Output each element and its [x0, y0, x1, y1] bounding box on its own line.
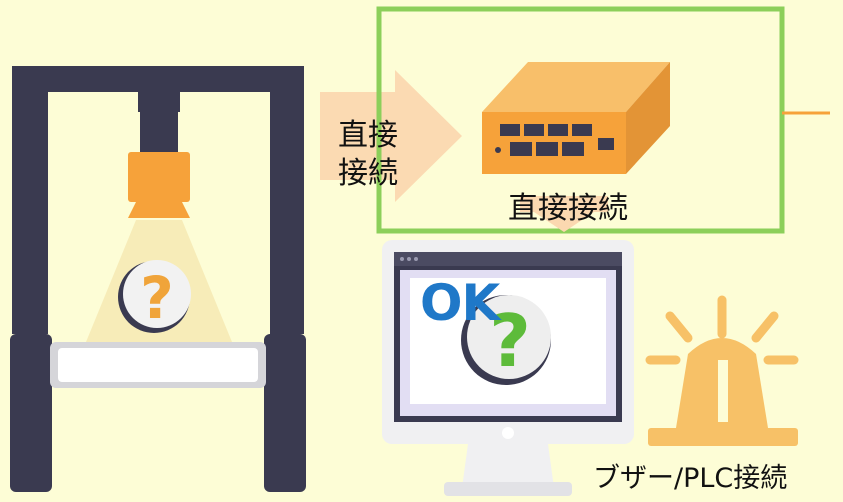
buzzer-plc-label: ブザー/PLC接続 — [593, 463, 788, 494]
camera-icon — [128, 152, 190, 218]
inspection-stage — [10, 334, 306, 492]
question-mark-icon: ? — [118, 260, 191, 333]
warning-light-icon — [645, 295, 799, 446]
monitor-icon — [382, 240, 634, 496]
arrow-label: 直接 接続 — [338, 117, 398, 193]
direct-connection-label: 直接接続 — [508, 191, 628, 226]
svg-text:?: ? — [140, 264, 174, 332]
network-switch-icon — [482, 62, 670, 174]
arrow-label-line2: 接続 — [338, 156, 398, 191]
arrow-label-line1: 直接 — [338, 118, 398, 153]
network-box-frame — [376, 6, 785, 234]
screen-question-icon: ? — [461, 295, 551, 385]
inspection-frame — [12, 66, 304, 334]
ok-result-text: OK — [420, 274, 500, 332]
direct-connection-arrow — [320, 70, 462, 202]
svg-text:?: ? — [489, 299, 531, 383]
down-arrow — [520, 196, 608, 232]
